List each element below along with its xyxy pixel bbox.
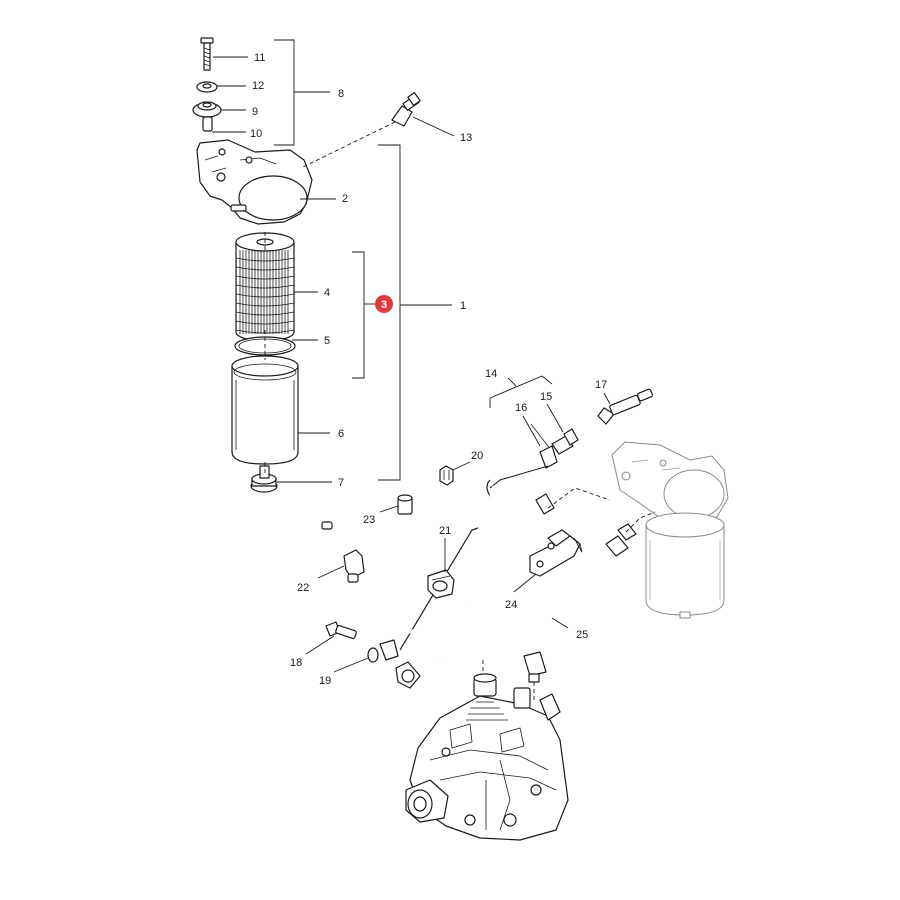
- callout-2: 2: [342, 193, 348, 205]
- callout-16: 16: [515, 402, 527, 414]
- highlight-badge-text: 3: [381, 299, 387, 311]
- callout-5: 5: [324, 335, 330, 347]
- callout-9: 9: [252, 106, 258, 118]
- seal-washer-part: [367, 647, 379, 663]
- filter-head-part: [196, 139, 313, 225]
- banjo-bolt-part: [325, 621, 357, 639]
- callout-10: 10: [250, 128, 262, 140]
- grommet-part: [192, 101, 222, 118]
- callout-11: 11: [254, 52, 265, 64]
- callout-18: 18: [290, 657, 302, 669]
- callout-14: 14: [485, 368, 497, 380]
- callout-12: 12: [252, 80, 264, 92]
- group-bracket-14: [489, 375, 553, 408]
- pipe-clamp-part: [427, 569, 455, 599]
- callout-15: 15: [540, 391, 552, 403]
- callout-4: 4: [324, 287, 330, 299]
- plug-part: [397, 494, 413, 515]
- mounting-bracket-part: [529, 529, 583, 577]
- callout-19: 19: [319, 675, 331, 687]
- callout-8: 8: [338, 88, 344, 100]
- sleeve-part: [202, 116, 213, 132]
- drain-plug-part: [250, 465, 278, 493]
- group-bracket-3: [352, 251, 365, 379]
- callout-25: 25: [576, 629, 588, 641]
- callout-20: 20: [471, 450, 483, 462]
- group-bracket-8: [274, 39, 295, 146]
- highlight-badge[interactable]: 3: [375, 295, 393, 313]
- callout-6: 6: [338, 428, 344, 440]
- callout-1: 1: [460, 300, 466, 312]
- banjo-fitting-part: [597, 388, 653, 425]
- highlight-badge-circle: [375, 295, 393, 313]
- filter-bowl-part: [231, 355, 299, 465]
- bolt-part: [200, 37, 214, 71]
- callout-13: 13: [460, 132, 472, 144]
- fitting-part: [391, 92, 421, 127]
- callout-24: 24: [505, 599, 517, 611]
- callout-22: 22: [297, 582, 309, 594]
- clip-part: [439, 465, 454, 486]
- group-bracket-1: [378, 144, 401, 481]
- connector-part: [343, 549, 365, 583]
- return-pipe-part: [523, 523, 637, 683]
- washer-part: [196, 81, 218, 93]
- callout-17: 17: [595, 379, 607, 391]
- installed-filter-assembly: [611, 441, 729, 619]
- callout-21: 21: [439, 525, 451, 537]
- injection-pump: [405, 673, 569, 841]
- callout-23: 23: [363, 514, 375, 526]
- supply-pipe-assembly: [489, 423, 579, 489]
- callout-7: 7: [338, 477, 344, 489]
